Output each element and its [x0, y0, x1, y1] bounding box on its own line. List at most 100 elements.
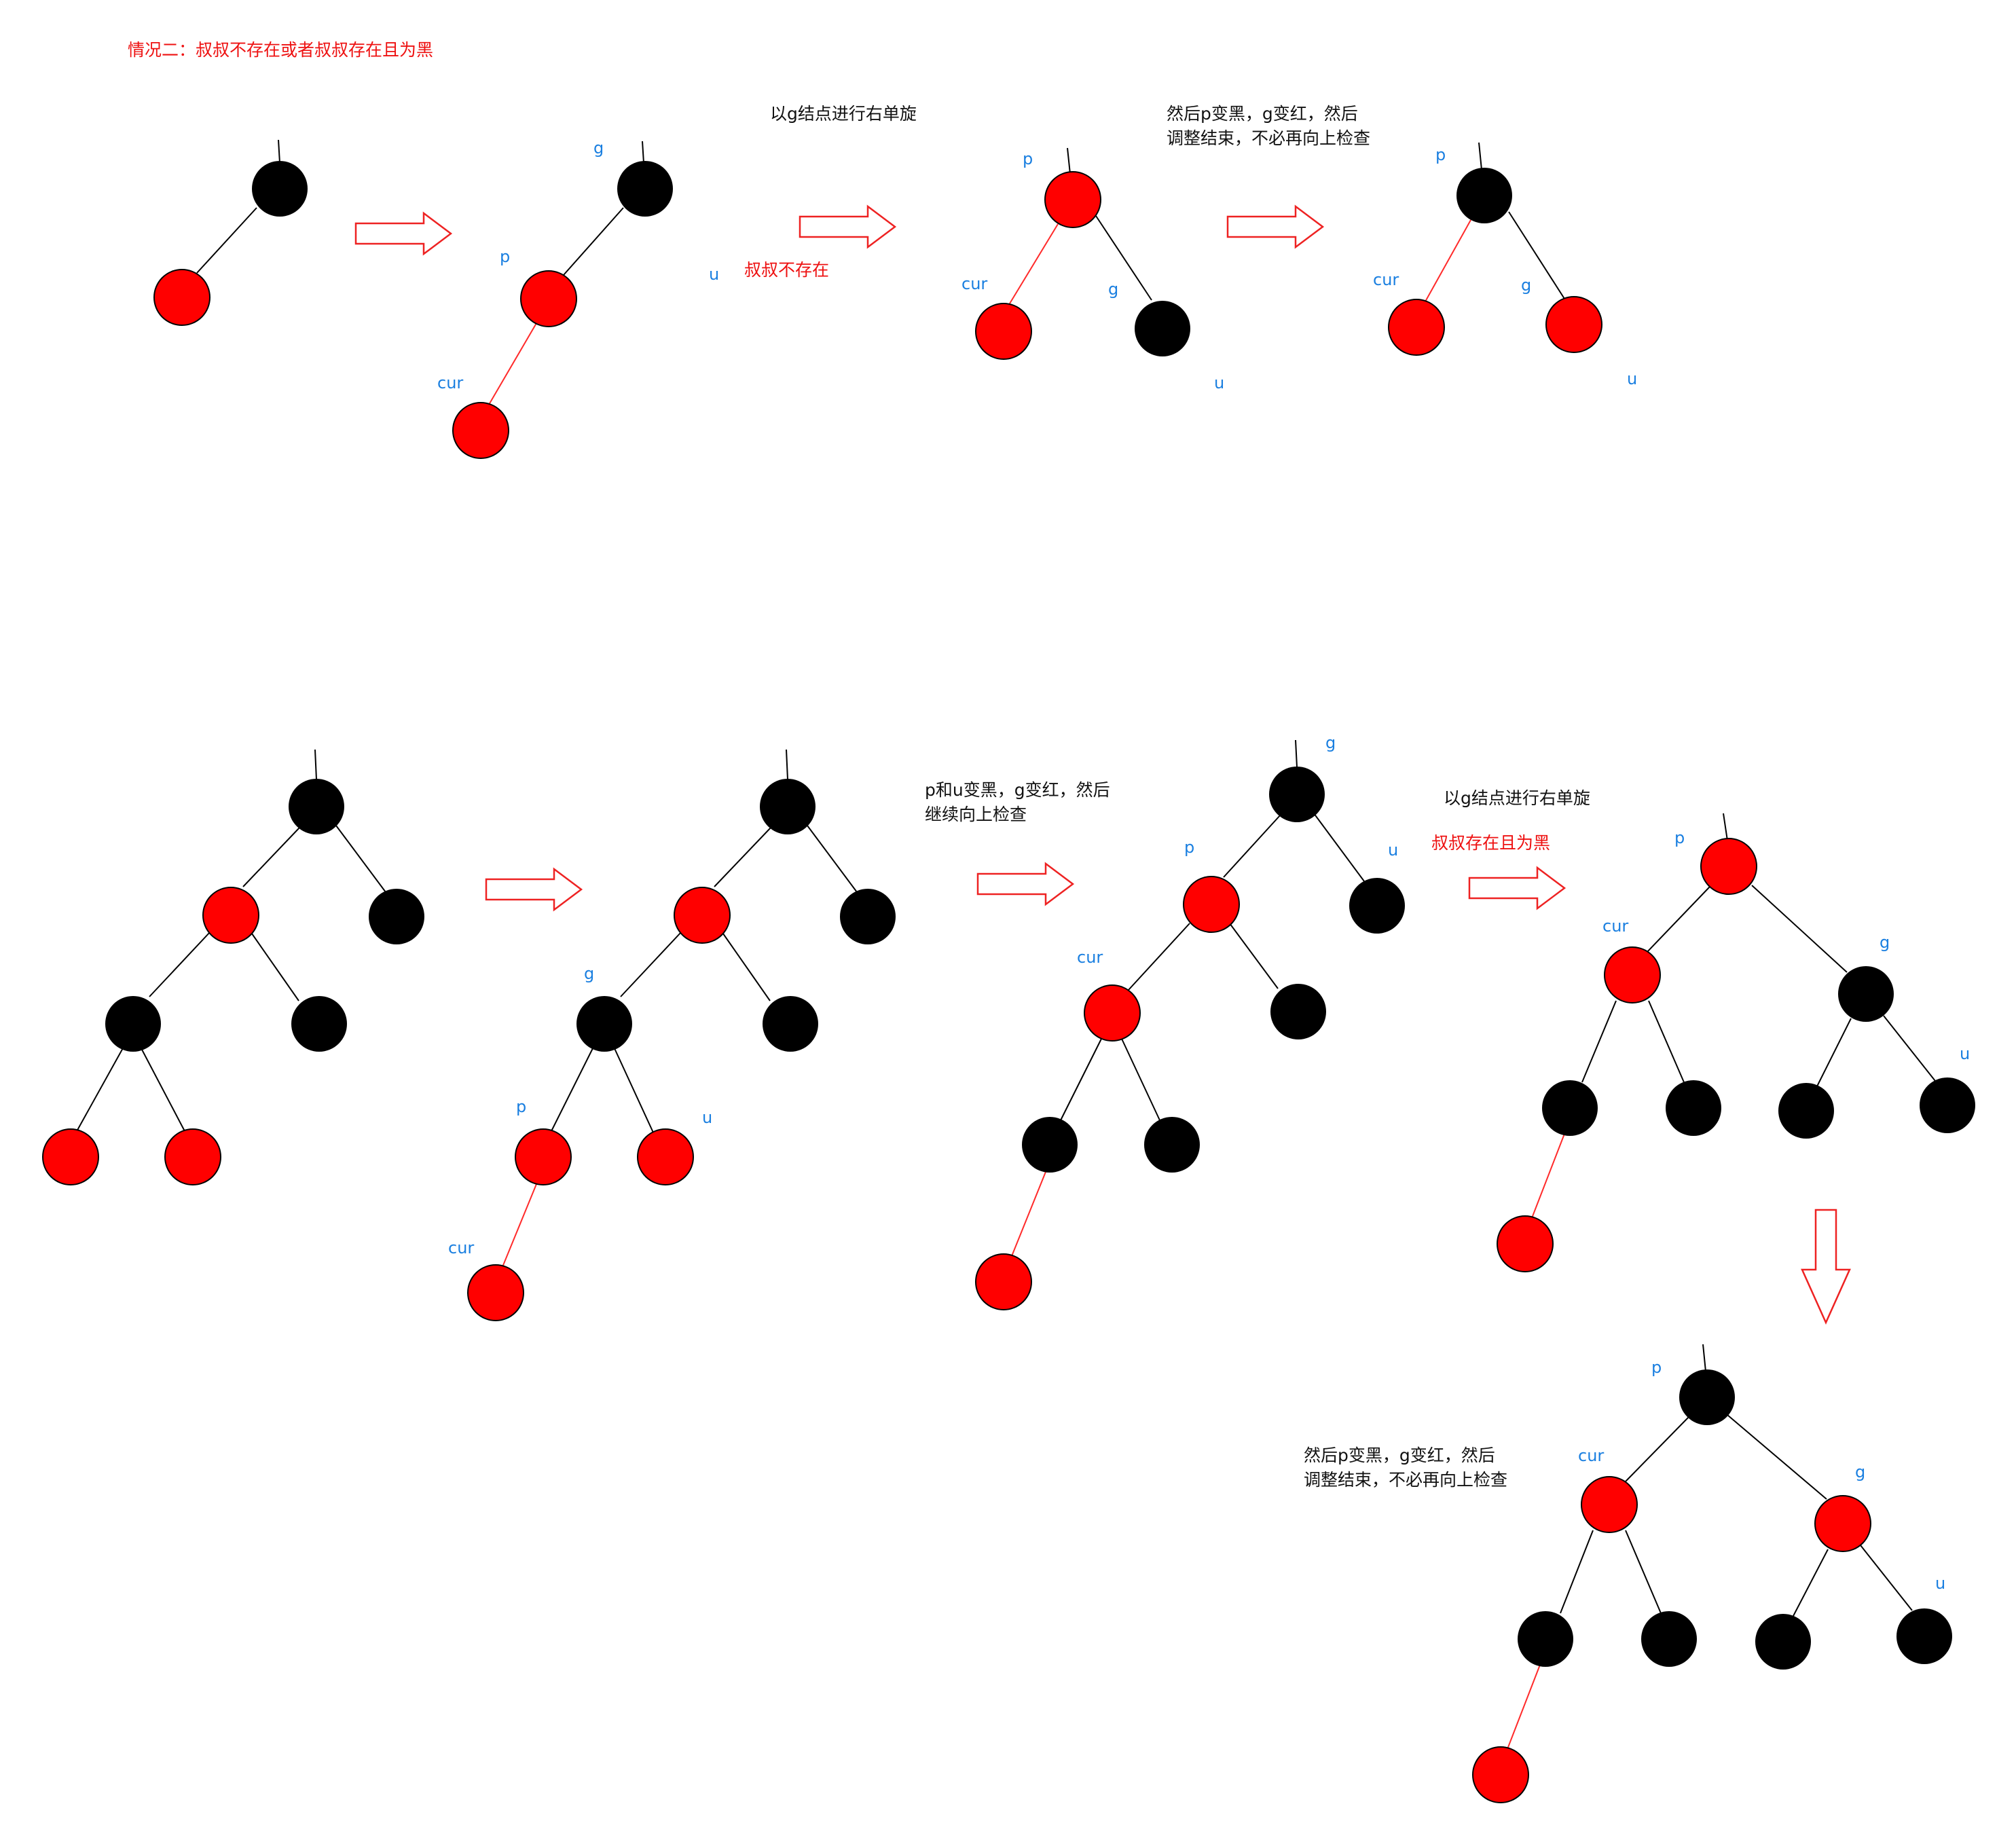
node-red: [1472, 1746, 1529, 1803]
node-cur: [1604, 946, 1661, 1003]
node-black: [105, 996, 161, 1052]
edge: [714, 826, 772, 887]
node-black: [291, 996, 347, 1052]
node-p: [520, 270, 577, 327]
label-u: u: [702, 1108, 712, 1127]
arrow-right: [485, 868, 583, 911]
tree-top-2: g p cur u: [437, 139, 719, 459]
node-g: [576, 996, 632, 1052]
node-p: [1700, 838, 1757, 895]
edge: [1223, 814, 1281, 878]
node-u: [1920, 1077, 1975, 1133]
edge: [1128, 923, 1190, 991]
edge: [242, 826, 301, 887]
edge: [1883, 1015, 1936, 1082]
edge: [248, 928, 299, 1001]
edge: [1507, 1664, 1541, 1750]
node-black: [1518, 1611, 1573, 1667]
label-g: g: [1325, 733, 1336, 752]
edge: [1645, 886, 1710, 954]
label-cur: cur: [1373, 270, 1399, 289]
arrow-right: [1468, 866, 1566, 910]
node-g: [1269, 767, 1325, 822]
node-u: [1896, 1608, 1952, 1664]
edge: [1622, 1416, 1690, 1485]
label-u: u: [1388, 841, 1398, 860]
node-cur: [975, 303, 1032, 360]
label-u: u: [1935, 1574, 1945, 1593]
note-uncle-black: 叔叔存在且为黑: [1431, 833, 1550, 853]
label-p: p: [500, 247, 510, 266]
edge: [1625, 1530, 1662, 1614]
node-p: [1183, 876, 1240, 933]
label-g: g: [1521, 276, 1531, 295]
note-recolor-stop-b-line2: 调整结束，不必再向上检查: [1304, 1470, 1507, 1490]
edge: [278, 139, 280, 164]
label-p: p: [1651, 1358, 1662, 1377]
arrow-right: [354, 212, 452, 255]
edge: [1478, 142, 1482, 170]
edge: [1860, 1545, 1913, 1611]
note-recolor-stop-line2: 调整结束，不必再向上检查: [1167, 128, 1370, 148]
node-black: [1022, 1117, 1078, 1173]
edge: [642, 141, 644, 164]
edge: [786, 749, 788, 780]
label-cur: cur: [448, 1238, 474, 1257]
node-black: [760, 779, 815, 834]
edge: [314, 749, 317, 780]
tree-bottom-2: g p u cur: [448, 749, 896, 1321]
label-g: g: [593, 139, 604, 158]
note-recolor-stop-line1: 然后p变黑，g变红，然后: [1167, 104, 1358, 124]
edge: [1751, 885, 1848, 973]
node-cur: [1084, 984, 1141, 1042]
edge: [333, 822, 386, 893]
edge: [488, 323, 537, 405]
node-p: [1456, 168, 1512, 223]
node-red: [42, 1128, 99, 1185]
edge: [1121, 1038, 1160, 1121]
edge: [613, 1046, 654, 1133]
node-p: [1044, 171, 1101, 228]
node-g: [1838, 966, 1894, 1022]
node-black: [252, 161, 308, 217]
arrow-down: [1801, 1209, 1851, 1325]
node-black: [1542, 1080, 1598, 1136]
label-u: u: [1960, 1044, 1970, 1063]
edge: [1723, 813, 1728, 841]
edge: [1727, 1414, 1827, 1500]
tree-bottom-3: g p u cur: [975, 733, 1405, 1310]
node-red: [202, 887, 259, 944]
node-g: [1814, 1495, 1871, 1552]
label-p: p: [1023, 149, 1033, 168]
edge: [75, 1046, 124, 1133]
label-cur: cur: [961, 274, 987, 293]
node-black: [1755, 1614, 1811, 1670]
edge: [563, 207, 624, 276]
note-rotate-g-right-2: 以g结点进行右单旋: [1444, 788, 1590, 808]
node-red: [164, 1128, 221, 1185]
label-p: p: [1435, 145, 1446, 164]
note-rotate-g-right: 以g结点进行右单旋: [770, 104, 917, 124]
edge: [1508, 211, 1565, 299]
node-cur: [1388, 299, 1445, 356]
label-u: u: [1627, 369, 1637, 388]
arrow-right: [976, 862, 1074, 906]
label-g: g: [1880, 933, 1890, 952]
node-g: [1135, 301, 1190, 356]
tree-top-4: p cur g u: [1373, 142, 1637, 388]
node-red: [1497, 1215, 1554, 1272]
edge: [1067, 147, 1071, 174]
edge: [1295, 739, 1298, 768]
node-cur: [452, 402, 509, 459]
edge: [1648, 1000, 1685, 1083]
label-cur: cur: [1602, 917, 1628, 936]
label-g: g: [584, 964, 594, 983]
node-p: [515, 1128, 572, 1185]
node-g: [1545, 296, 1602, 353]
label-cur: cur: [437, 373, 463, 392]
label-g: g: [1855, 1462, 1865, 1481]
tree-top-1: [153, 139, 308, 326]
tree-bottom-4: p cur g u: [1497, 813, 1975, 1272]
edge: [1011, 1171, 1046, 1257]
